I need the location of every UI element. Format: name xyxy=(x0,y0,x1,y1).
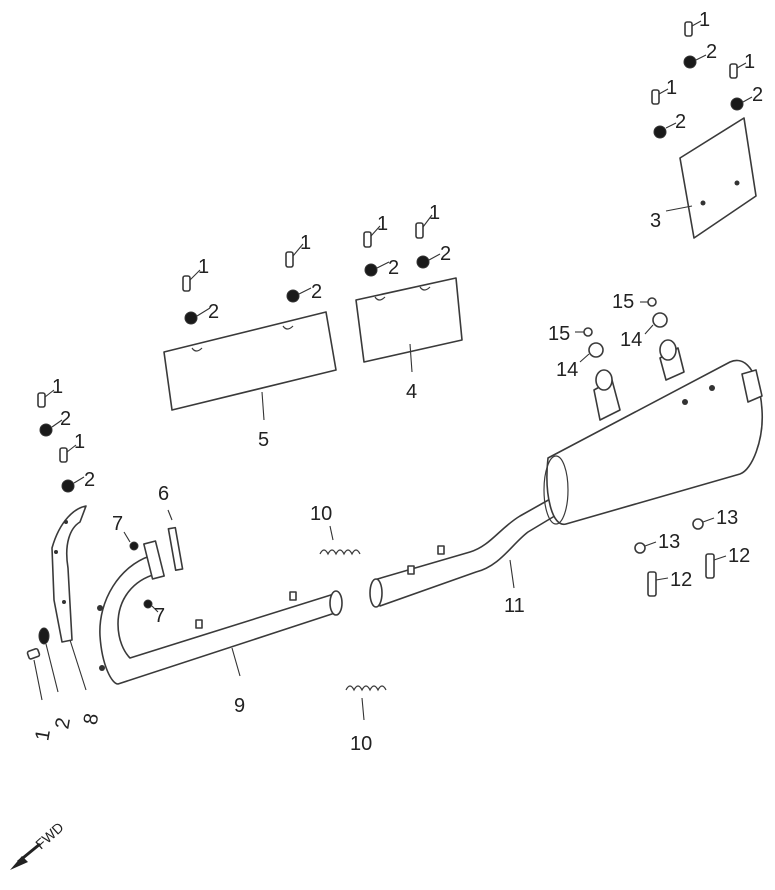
muffler-tip xyxy=(741,369,763,403)
pipe-flange xyxy=(143,540,165,580)
stud-bolt: 7 xyxy=(143,599,165,627)
label-2: 2 xyxy=(752,84,763,106)
gasket xyxy=(167,526,184,572)
middle-heat-shield xyxy=(355,277,463,363)
label-12: 12 xyxy=(670,569,692,591)
forward-direction-indicator: FWD xyxy=(10,819,67,870)
label-2: 2 xyxy=(84,469,95,491)
label-2: 2 xyxy=(60,408,71,430)
label-2: 2 xyxy=(388,257,399,279)
label-14: 14 xyxy=(620,329,642,351)
label-6: 6 xyxy=(158,483,169,505)
spring: 10 xyxy=(310,503,361,556)
collar: 15 xyxy=(612,291,657,313)
label-2: 2 xyxy=(51,716,75,731)
label-5: 5 xyxy=(258,429,269,451)
label-1: 1 xyxy=(31,728,55,743)
label-1: 1 xyxy=(300,232,311,254)
rear-heat-shield-assembly: 3 1 2 1 2 1 2 xyxy=(650,9,763,239)
label-7: 7 xyxy=(154,605,165,627)
bolt: 1 xyxy=(182,256,209,292)
nut: 2 xyxy=(653,111,686,139)
exhaust-pipe-assembly: 9 6 7 7 xyxy=(97,483,343,717)
header-heat-shield-assembly: 8 1 2 1 2 1 2 xyxy=(26,376,104,743)
label-12: 12 xyxy=(728,545,750,567)
muffler-inlet-pipe xyxy=(373,497,559,607)
label-2: 2 xyxy=(675,111,686,133)
label-9: 9 xyxy=(234,695,245,717)
exhaust-pipe xyxy=(99,555,339,685)
label-14: 14 xyxy=(556,359,578,381)
bolt: 1 xyxy=(415,202,440,239)
label-2: 2 xyxy=(208,301,219,323)
rear-heat-shield-hole xyxy=(700,200,706,206)
label-1: 1 xyxy=(74,431,85,453)
bolt: 1 xyxy=(684,9,710,37)
collar: 15 xyxy=(548,323,593,345)
spring: 10 xyxy=(345,685,387,755)
middle-heat-shield-assembly: 4 1 2 1 2 xyxy=(355,202,463,403)
washer: 13 xyxy=(692,507,738,530)
label-13: 13 xyxy=(658,531,680,553)
nut: 2 xyxy=(730,84,763,111)
label-4: 4 xyxy=(406,381,417,403)
label-2: 2 xyxy=(706,41,717,63)
nut: 2 xyxy=(364,257,399,279)
bolt: 1 xyxy=(26,647,55,743)
bolt: 1 xyxy=(651,77,677,105)
bolt: 1 xyxy=(363,213,388,248)
label-1: 1 xyxy=(666,77,677,99)
front-heat-shield-assembly: 5 1 2 1 2 xyxy=(163,232,337,451)
label-8: 8 xyxy=(80,712,104,727)
bushing: 14 xyxy=(556,342,604,381)
nut: 2 xyxy=(39,408,71,437)
label-1: 1 xyxy=(52,376,63,398)
label-15: 15 xyxy=(612,291,634,313)
header-heat-shield xyxy=(51,505,87,643)
label-1: 1 xyxy=(377,213,388,235)
label-1: 1 xyxy=(429,202,440,224)
muffler-inlet-flange xyxy=(369,578,383,608)
stud-bolt: 7 xyxy=(112,513,139,551)
nut: 2 xyxy=(61,469,95,493)
mount-bolt: 12 xyxy=(705,545,750,579)
label-10: 10 xyxy=(310,503,332,525)
label-10: 10 xyxy=(350,733,372,755)
bolt: 1 xyxy=(59,431,85,463)
label-11: 11 xyxy=(504,595,525,617)
washer: 13 xyxy=(634,531,680,554)
nut: 2 xyxy=(184,301,219,325)
rear-heat-shield xyxy=(679,117,757,239)
label-1: 1 xyxy=(744,51,755,73)
label-15: 15 xyxy=(548,323,570,345)
label-3: 3 xyxy=(650,210,661,232)
pipe-outlet xyxy=(329,590,343,616)
bolt: 1 xyxy=(729,51,755,79)
muffler-body xyxy=(546,359,763,525)
label-7: 7 xyxy=(112,513,123,535)
front-heat-shield xyxy=(163,311,337,411)
bolt: 1 xyxy=(285,232,311,268)
label-1: 1 xyxy=(699,9,710,31)
mount-bolt: 12 xyxy=(647,569,692,597)
nut: 2 xyxy=(416,243,451,269)
nut: 2 xyxy=(683,41,717,69)
arrow-icon xyxy=(10,856,28,870)
bushing: 14 xyxy=(620,312,668,351)
label-13: 13 xyxy=(716,507,738,529)
fwd-label: FWD xyxy=(32,819,66,852)
nut: 2 xyxy=(286,281,322,303)
label-1: 1 xyxy=(198,256,209,278)
label-2: 2 xyxy=(440,243,451,265)
muffler-assembly: 11 xyxy=(369,339,763,617)
nut: 2 xyxy=(38,627,75,731)
rear-heat-shield-hole xyxy=(734,180,740,186)
bolt: 1 xyxy=(37,376,63,408)
label-2: 2 xyxy=(311,281,322,303)
